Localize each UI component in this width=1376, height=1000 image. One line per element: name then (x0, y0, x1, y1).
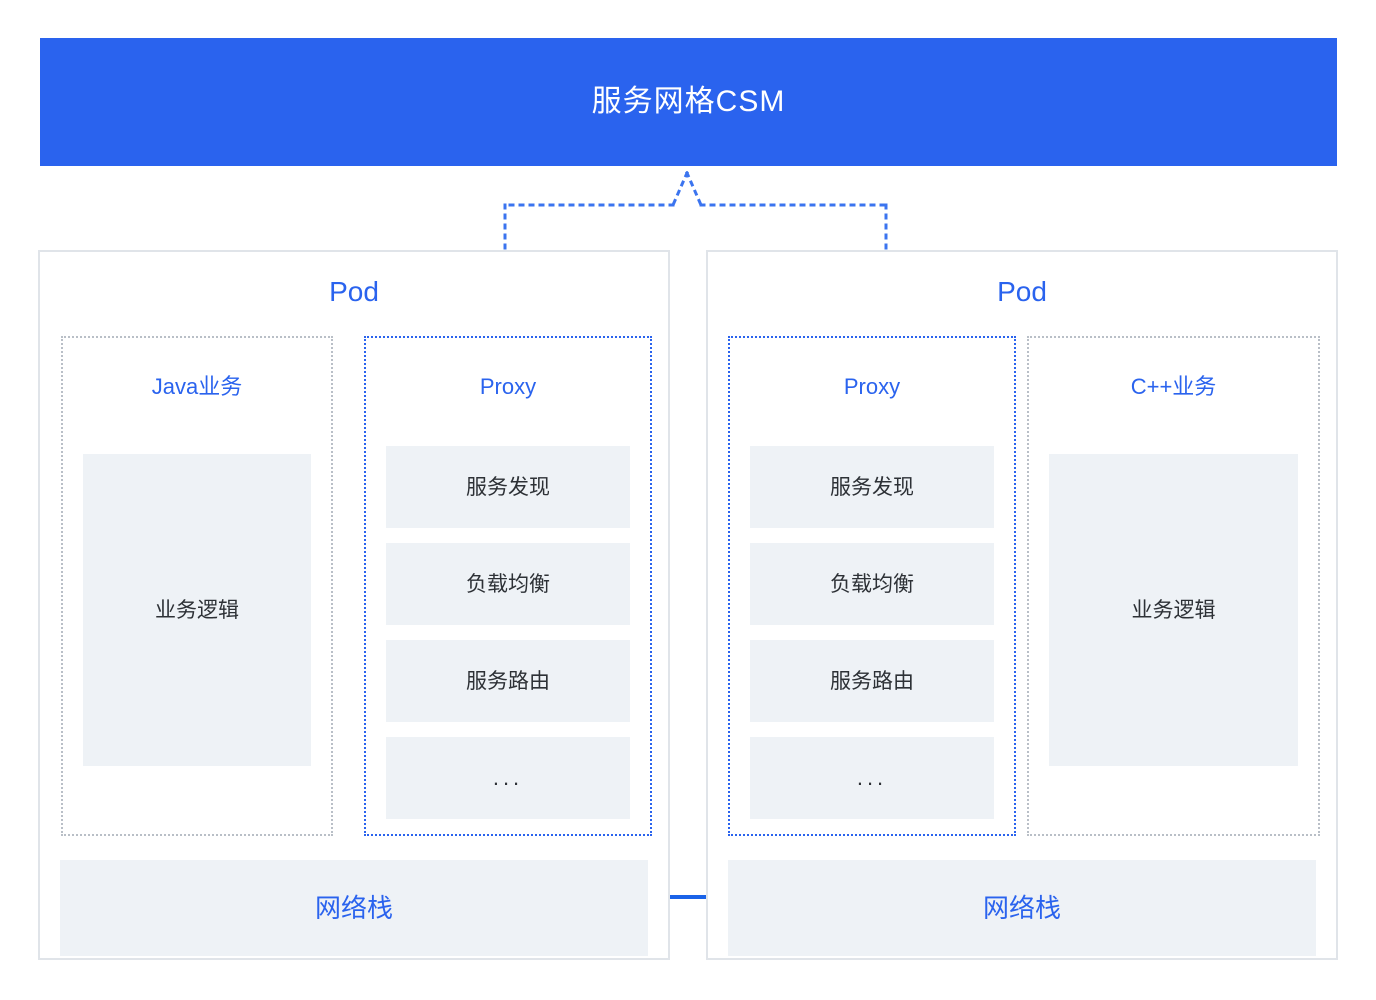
proxy-feature-item: ... (386, 737, 630, 819)
business-unit-java: Java业务 业务逻辑 (61, 336, 333, 836)
business-logic-label-java: 业务逻辑 (155, 598, 239, 622)
proxy-feature-label: 服务发现 (466, 475, 550, 499)
proxy-feature-label: 服务路由 (830, 669, 914, 693)
proxy-feature-label-more: ... (492, 765, 524, 790)
proxy-feature-list-right: 服务发现 负载均衡 服务路由 ... (750, 446, 994, 819)
proxy-feature-item: 服务路由 (386, 640, 630, 722)
proxy-unit-left-title: Proxy (479, 374, 537, 399)
business-unit-cpp: C++业务 业务逻辑 (1027, 336, 1320, 836)
pod-container-left: Pod Java业务 业务逻辑 Proxy 服务发现 负载均衡 服务路由 (38, 250, 670, 960)
proxy-feature-item: 服务路由 (750, 640, 994, 722)
network-stack-label-right: 网络栈 (982, 893, 1061, 923)
proxy-feature-item: 负载均衡 (386, 543, 630, 625)
proxy-feature-list-left: 服务发现 负载均衡 服务路由 ... (386, 446, 630, 819)
proxy-feature-item: 服务发现 (750, 446, 994, 528)
proxy-unit-left: Proxy 服务发现 负载均衡 服务路由 ... (364, 336, 652, 836)
business-logic-block-java: 业务逻辑 (83, 454, 311, 766)
business-unit-java-title: Java业务 (151, 374, 243, 399)
service-mesh-banner: 服务网格CSM (40, 38, 1337, 166)
pod-title-left: Pod (329, 276, 379, 307)
network-stack-label-left: 网络栈 (314, 893, 393, 923)
proxy-unit-right-title: Proxy (843, 374, 901, 399)
business-logic-label-cpp: 业务逻辑 (1131, 598, 1216, 622)
proxy-feature-label: 服务发现 (830, 475, 914, 499)
pod-container-right: Pod Proxy 服务发现 负载均衡 服务路由 ... C++业务 (706, 250, 1338, 960)
proxy-feature-label: 服务路由 (466, 669, 550, 693)
business-unit-cpp-title: C++业务 (1130, 374, 1217, 399)
proxy-unit-right: Proxy 服务发现 负载均衡 服务路由 ... (728, 336, 1016, 836)
proxy-feature-item: 服务发现 (386, 446, 630, 528)
proxy-feature-label-more: ... (856, 765, 888, 790)
proxy-feature-item: ... (750, 737, 994, 819)
proxy-feature-label: 负载均衡 (830, 572, 914, 596)
proxy-feature-label: 负载均衡 (466, 572, 550, 596)
service-mesh-title: 服务网格CSM (591, 85, 786, 118)
proxy-feature-item: 负载均衡 (750, 543, 994, 625)
business-logic-block-cpp: 业务逻辑 (1049, 454, 1298, 766)
network-stack-right: 网络栈 (728, 860, 1316, 956)
network-stack-left: 网络栈 (60, 860, 648, 956)
pod-title-right: Pod (997, 276, 1047, 307)
